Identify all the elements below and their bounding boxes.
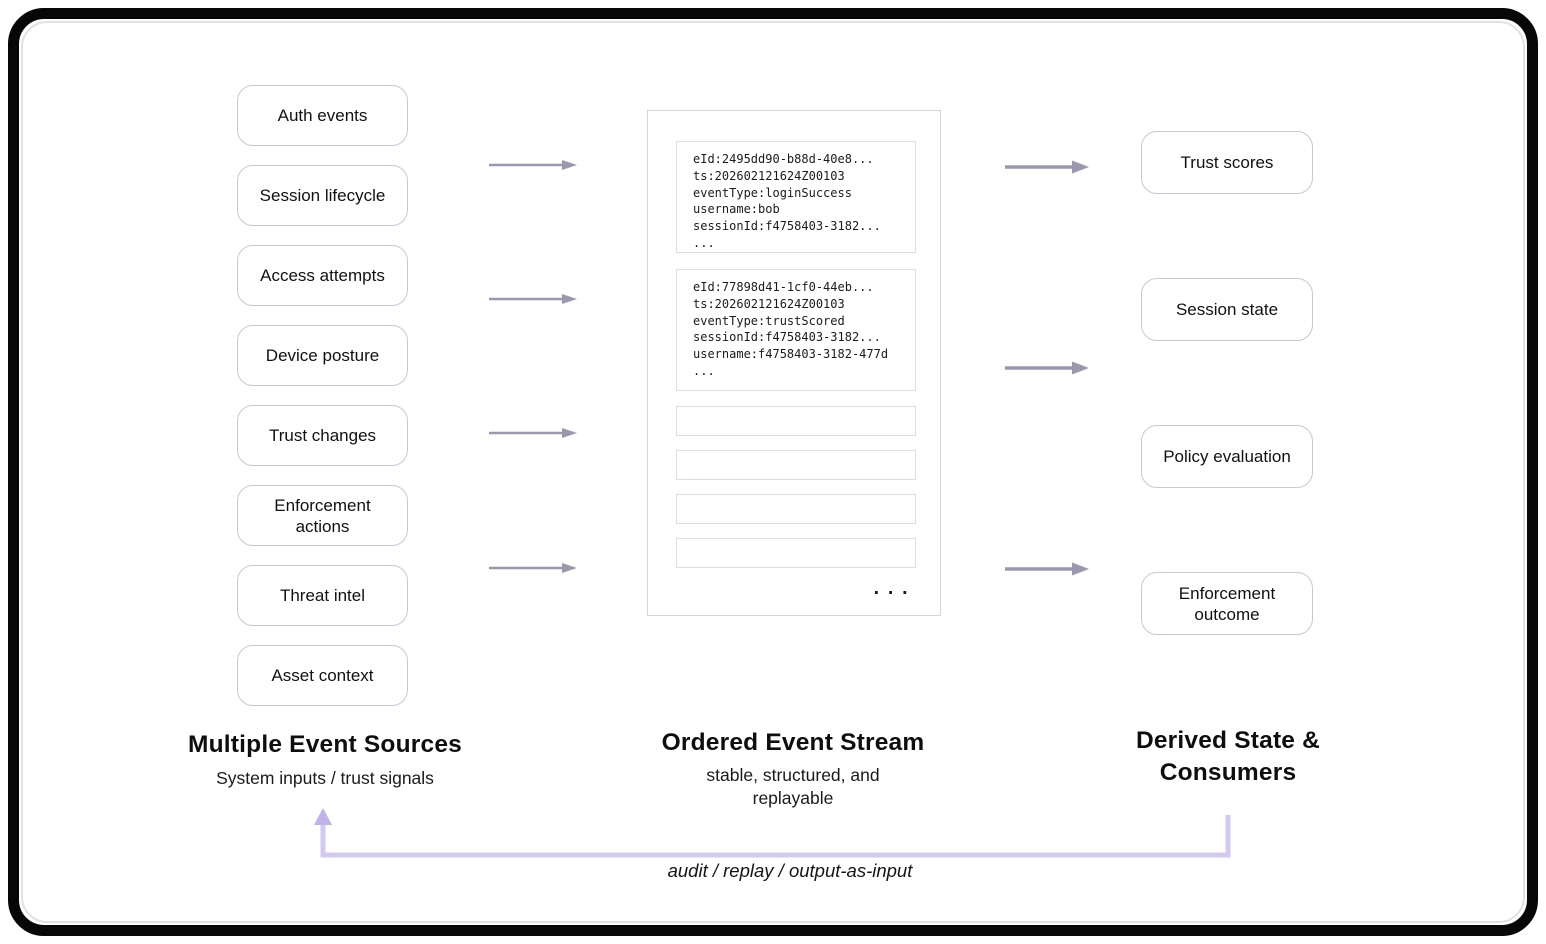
event-field: ... (693, 363, 715, 378)
event-field: eId:77898d41-1cf0-44eb... (693, 280, 874, 294)
outer-frame (8, 8, 1538, 936)
source-box-device-posture: Device posture (237, 325, 408, 386)
event-field: ... (693, 235, 715, 250)
right-arrow-icon (489, 294, 577, 304)
right-arrow-icon (1005, 361, 1089, 375)
stream-column-title: Ordered Event Stream (661, 729, 925, 756)
source-label: Threat intel (279, 586, 366, 605)
empty-event-slot (676, 450, 916, 480)
event-field: ts:202602121624Z00103 (693, 168, 845, 183)
event-field: ts:202602121624Z00103 (693, 296, 845, 311)
consumers-column: Trust scores Session state Policy evalua… (1141, 131, 1313, 635)
source-label: Trust changes (268, 426, 377, 445)
feedback-loop-label: audit / replay / output-as-input (667, 860, 913, 881)
right-arrow-icon (489, 563, 577, 573)
right-arrow-icon (1005, 562, 1089, 576)
stream-column-subtitle: stable, structured, and replayable (706, 765, 880, 808)
feedback-loop-arrow-icon (314, 808, 1231, 858)
consumer-label: Trust scores (1180, 153, 1274, 172)
right-arrow-icon (489, 428, 577, 438)
consumer-label: Session state (1175, 300, 1279, 319)
consumers-column-title: Derived State & Consumers (1135, 727, 1321, 786)
event-field: username:bob (693, 202, 780, 217)
consumer-box-session-state: Session state (1141, 278, 1313, 341)
event-field: eId:2495dd90-b88d-40e8... (693, 152, 874, 166)
source-label: Asset context (271, 666, 374, 685)
right-arrow-icon (489, 160, 577, 170)
stream-ellipsis: ... (871, 579, 914, 599)
source-box-threat-intel: Threat intel (237, 565, 408, 626)
consumer-box-enforcement-outcome: Enforcement outcome (1141, 572, 1313, 635)
consumer-label: Enforcement outcome (1178, 583, 1276, 624)
source-label: Session lifecycle (259, 186, 386, 205)
sources-column-title: Multiple Event Sources (188, 731, 462, 758)
empty-event-slot (676, 494, 916, 524)
sources-column-subtitle: System inputs / trust signals (216, 768, 434, 788)
source-label: Enforcement actions (274, 495, 371, 536)
source-box-enforcement-actions: Enforcement actions (237, 485, 408, 546)
source-label: Access attempts (260, 266, 385, 285)
empty-event-slot (676, 538, 916, 568)
event-field: sessionId:f4758403-3182... (693, 330, 881, 345)
event-sources-column: Auth events Session lifecycle Access att… (237, 85, 408, 706)
event-record: eId:2495dd90-b88d-40e8... ts:20260212162… (676, 141, 916, 253)
right-arrow-icon (1005, 160, 1089, 174)
empty-event-slot (676, 406, 916, 436)
consumer-box-trust-scores: Trust scores (1141, 131, 1313, 194)
consumer-label: Policy evaluation (1163, 447, 1291, 466)
source-box-access-attempts: Access attempts (237, 245, 408, 306)
source-label: Auth events (277, 106, 368, 125)
source-box-session-lifecycle: Session lifecycle (237, 165, 408, 226)
source-box-asset-context: Asset context (237, 645, 408, 706)
source-label: Device posture (265, 346, 380, 365)
event-record: eId:77898d41-1cf0-44eb... ts:20260212162… (676, 269, 916, 391)
event-field: sessionId:f4758403-3182... (693, 219, 881, 234)
ordered-event-stream-panel: eId:2495dd90-b88d-40e8... ts:20260212162… (647, 110, 941, 616)
source-box-trust-changes: Trust changes (237, 405, 408, 466)
event-field: eventType:loginSuccess (693, 185, 852, 200)
source-box-auth-events: Auth events (237, 85, 408, 146)
event-field: username:f4758403-3182-477d (693, 347, 889, 362)
event-field: eventType:trustScored (693, 313, 845, 328)
consumer-box-policy-evaluation: Policy evaluation (1141, 425, 1313, 488)
